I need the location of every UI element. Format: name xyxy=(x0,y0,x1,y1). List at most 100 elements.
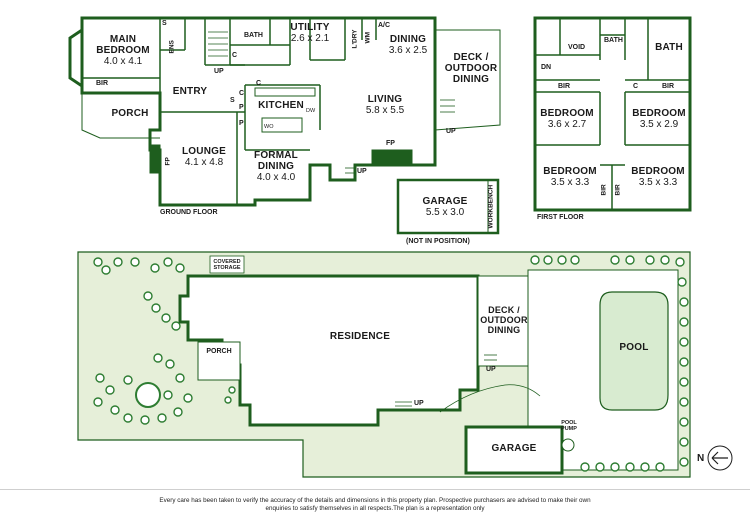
residence-label: RESIDENCE xyxy=(310,331,410,342)
bath-small-label: BATH xyxy=(604,37,623,44)
s-label: S xyxy=(162,20,167,27)
trees xyxy=(93,255,689,472)
footer-divider xyxy=(0,489,750,490)
site-porch-label: PORCH xyxy=(206,348,232,355)
ac-label: A/C xyxy=(378,22,391,29)
first-floor-inner-walls xyxy=(535,18,690,210)
p2-label: P xyxy=(239,120,244,127)
bir-label: BIR xyxy=(96,80,109,87)
room-name: KITCHEN xyxy=(258,100,304,111)
room-name: RESIDENCE xyxy=(329,331,391,342)
room-name: DECK / OUTDOOR DINING xyxy=(444,52,498,85)
fp-living-label: FP xyxy=(386,140,395,147)
room-name: POOL xyxy=(619,342,649,353)
north-label: N xyxy=(697,453,705,464)
pool-pump-label: POOL PUMP xyxy=(561,420,577,432)
room-dims: 3.5 x 3.3 xyxy=(550,177,590,188)
garage-outline xyxy=(396,178,500,235)
room-dims: 3.6 x 2.5 xyxy=(388,45,428,56)
porch-label: PORCH xyxy=(108,108,152,119)
room-name: UTILITY xyxy=(290,22,330,33)
room-name: LOUNGE xyxy=(182,146,226,157)
wm-label: WM xyxy=(364,31,372,44)
formal-dining-label: FORMAL DINING 4.0 x 4.0 xyxy=(246,150,306,183)
site-up-label-2: UP xyxy=(486,366,496,373)
main-bedroom-label: MAIN BEDROOM 4.0 x 4.1 xyxy=(88,34,158,67)
bedroom-4-label: BEDROOM 3.5 x 3.3 xyxy=(628,166,688,188)
dn-label: DN xyxy=(541,64,552,71)
room-dims: 3.5 x 2.9 xyxy=(639,119,679,130)
first-floor-walls xyxy=(533,16,692,212)
bir-right-label: BIR xyxy=(662,83,675,90)
not-in-position-label: (NOT IN POSITION) xyxy=(406,238,470,245)
site-garage-label: GARAGE xyxy=(474,443,554,454)
room-name: DINING xyxy=(389,34,427,45)
c-entry-label: C xyxy=(239,90,245,97)
room-name: FORMAL DINING xyxy=(254,150,298,172)
bir-low2-label: BIR xyxy=(614,184,622,196)
c-top-label: C xyxy=(232,52,238,59)
bedroom-3-label: BEDROOM 3.5 x 3.3 xyxy=(540,166,600,188)
c-label: C xyxy=(633,83,639,90)
site-plan xyxy=(77,251,691,478)
bir-left-label: BIR xyxy=(558,83,571,90)
kitchen-label: KITCHEN xyxy=(256,100,306,111)
void-label: VOID xyxy=(568,44,586,51)
ground-floor-inner-walls xyxy=(82,18,377,205)
s-kitchen-label: S xyxy=(230,97,235,104)
entry-label: ENTRY xyxy=(166,86,214,97)
room-dims: 3.6 x 2.7 xyxy=(547,119,587,130)
room-name: LIVING xyxy=(367,94,403,105)
up-label-3: UP xyxy=(446,128,456,135)
utility-label: UTILITY 2.6 x 2.1 xyxy=(290,22,330,44)
living-label: LIVING 5.8 x 5.5 xyxy=(355,94,415,116)
room-name: BEDROOM xyxy=(540,108,594,119)
fp-lounge-label: FP xyxy=(164,157,172,166)
p1-label: P xyxy=(239,104,244,111)
room-dims: 4.0 x 4.0 xyxy=(256,172,296,183)
ground-floor-caption: GROUND FLOOR xyxy=(160,209,218,216)
disclaimer-text: Every care has been taken to verify the … xyxy=(159,497,591,512)
lounge-label: LOUNGE 4.1 x 4.8 xyxy=(176,146,232,168)
workbench-label: WORKBENCH xyxy=(487,184,495,229)
room-dims: 3.5 x 3.3 xyxy=(638,177,678,188)
first-floor-caption: FIRST FLOOR xyxy=(537,214,584,221)
room-name: BATH xyxy=(655,42,683,53)
dw-label: DW xyxy=(306,108,316,114)
room-name: DECK / OUTDOOR DINING xyxy=(480,305,528,335)
bir-low1-label: BIR xyxy=(600,184,608,196)
covered-storage-label: COVERED STORAGE xyxy=(213,259,241,271)
bath-label: BATH xyxy=(244,32,263,39)
dining-label: DINING 3.6 x 2.5 xyxy=(378,34,438,56)
deck-label: DECK / OUTDOOR DINING xyxy=(442,52,500,85)
room-dims: 2.6 x 2.1 xyxy=(290,33,330,44)
site-deck-label: DECK / OUTDOOR DINING xyxy=(480,305,528,335)
ground-floor-walls xyxy=(68,16,437,207)
ldry-label: L'DRY xyxy=(351,29,359,49)
room-name: ENTRY xyxy=(172,86,208,97)
bedroom-2-label: BEDROOM 3.5 x 2.9 xyxy=(630,108,688,130)
room-name: GARAGE xyxy=(422,196,468,207)
north-arrow xyxy=(707,445,733,471)
room-name: BEDROOM xyxy=(543,166,597,177)
room-dims: 4.1 x 4.8 xyxy=(184,157,224,168)
room-dims: 4.0 x 4.1 xyxy=(103,56,143,67)
room-dims: 5.5 x 3.0 xyxy=(425,207,465,218)
wo-label: WO xyxy=(264,124,274,130)
site-up-label-1: UP xyxy=(414,400,424,407)
ens-label: ENS xyxy=(168,40,176,54)
pool-label: POOL xyxy=(612,342,656,353)
room-dims: 5.8 x 5.5 xyxy=(365,105,405,116)
up-label-2: UP xyxy=(357,168,367,175)
garage-label: GARAGE 5.5 x 3.0 xyxy=(410,196,480,218)
ground-floor-exterior xyxy=(81,29,501,174)
c-kitchen-label: C xyxy=(256,80,262,87)
room-name: GARAGE xyxy=(491,443,537,454)
room-name: MAIN BEDROOM xyxy=(96,34,150,56)
bedroom-1-label: BEDROOM 3.6 x 2.7 xyxy=(538,108,596,130)
room-name: BEDROOM xyxy=(632,108,686,119)
walkway xyxy=(439,384,541,413)
bath-label: BATH xyxy=(650,42,688,53)
up-label-1: UP xyxy=(214,68,224,75)
